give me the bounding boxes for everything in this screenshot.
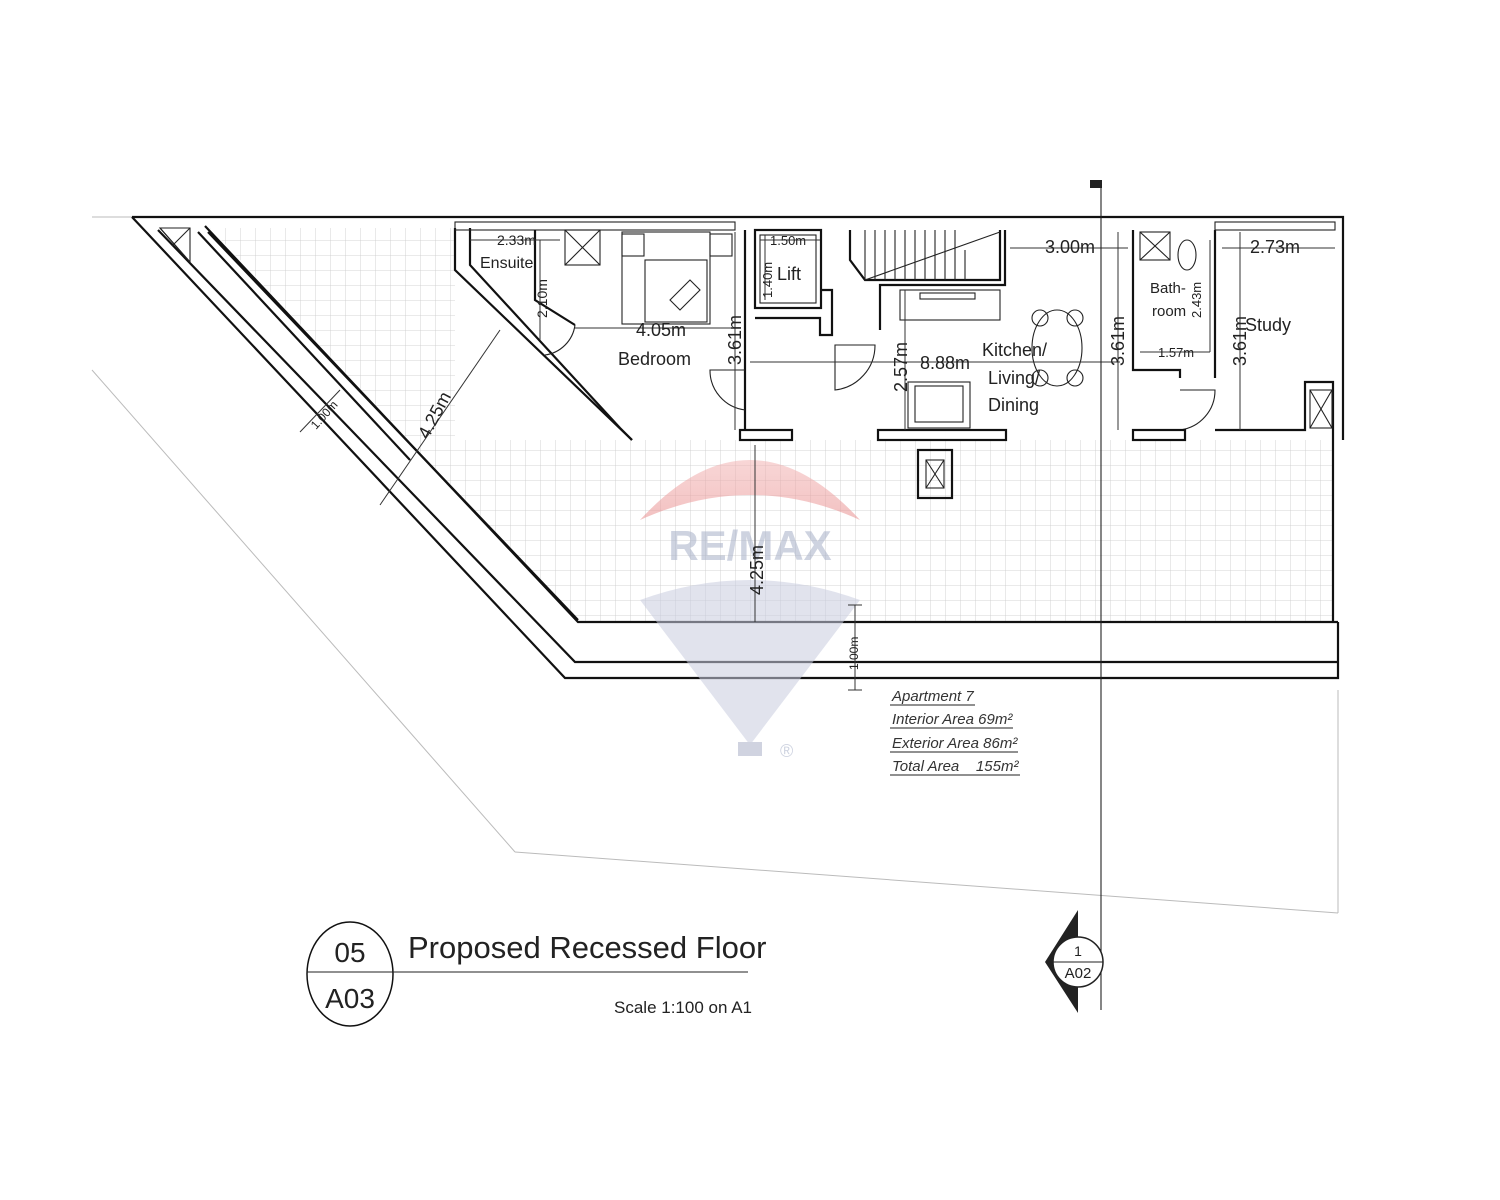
dim-study-width: 2.73m <box>1250 237 1300 257</box>
dim-study-height: 3.61m <box>1230 316 1250 366</box>
drawing-title: Proposed Recessed Floor <box>408 930 766 965</box>
remax-watermark: RE/MAX ® <box>640 460 860 761</box>
room-labels: Ensuite Bedroom Lift Kitchen/ Living/ Di… <box>480 255 1291 415</box>
dim-terrace-depth: 4.25m <box>747 545 767 595</box>
drawing-scale: Scale 1:100 on A1 <box>614 998 752 1017</box>
terrace <box>210 228 1333 622</box>
section-sheet: A02 <box>1065 965 1092 982</box>
room-kitchen-line3: Dining <box>988 395 1039 415</box>
watermark-registered-mark: ® <box>780 741 793 761</box>
dim-bedroom-height: 3.61m <box>725 315 745 365</box>
drawing-sheet: A03 <box>325 983 375 1014</box>
dim-lift-width: 1.50m <box>770 233 806 248</box>
dim-ensuite-width: 2.33m <box>497 232 536 248</box>
room-ensuite: Ensuite <box>480 255 533 272</box>
watermark-brand: RE/MAX <box>668 522 831 569</box>
room-lift: Lift <box>777 264 801 284</box>
dim-living-width: 8.88m <box>920 353 970 373</box>
dim-bath-height: 2.43m <box>1189 282 1204 318</box>
dim-kitchen-height: 3.61m <box>1108 316 1128 366</box>
site-boundary <box>91 216 1339 914</box>
dim-kitchen-width: 3.00m <box>1045 237 1095 257</box>
dim-front-wall: 1.00m <box>847 637 861 670</box>
room-bathroom-line1: Bath- <box>1150 280 1186 297</box>
area-schedule: Apartment 7 Interior Area 69m² Exterior … <box>890 688 1020 776</box>
title-block: 05 A03 Proposed Recessed Floor Scale 1:1… <box>306 921 766 1027</box>
section-number: 1 <box>1074 943 1082 959</box>
area-total: Total Area 155m² <box>892 758 1019 775</box>
outer-walls <box>131 215 1345 680</box>
area-apartment: Apartment 7 <box>891 688 974 705</box>
staircase <box>864 230 1001 281</box>
dim-bath-width: 1.57m <box>1158 345 1194 360</box>
drawing-number: 05 <box>334 937 365 968</box>
room-bathroom-line2: room <box>1152 303 1186 320</box>
room-kitchen-line1: Kitchen/ <box>982 340 1047 360</box>
section-marker: 1 A02 <box>1045 180 1104 1013</box>
room-bedroom: Bedroom <box>618 349 691 369</box>
area-exterior: Exterior Area 86m² <box>892 735 1018 752</box>
dimension-lines <box>299 232 1335 691</box>
dim-bedroom-width: 4.05m <box>636 320 686 340</box>
dim-lift-height: 1.40m <box>760 262 775 298</box>
room-study: Study <box>1245 315 1291 335</box>
interior-walls <box>453 221 1336 500</box>
room-kitchen-line2: Living/ <box>988 368 1040 388</box>
dim-ensuite-height: 2.10m <box>534 279 550 318</box>
dim-living-height: 2.57m <box>891 342 911 392</box>
area-interior: Interior Area 69m² <box>892 711 1013 728</box>
